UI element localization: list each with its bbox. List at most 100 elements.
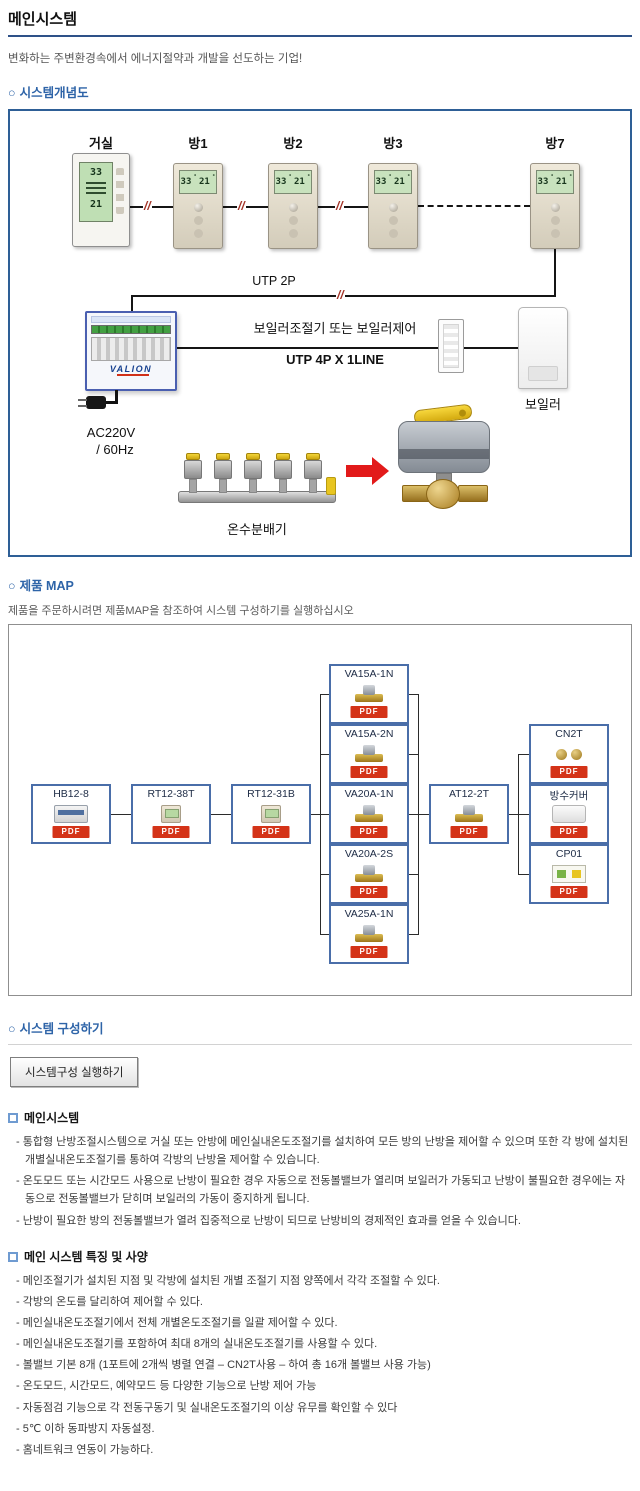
product-name: 방수커버 (549, 790, 589, 802)
pdf-badge[interactable]: PDF (350, 766, 388, 778)
manifold-label: 온수분배기 (227, 522, 287, 537)
map-connector (518, 754, 529, 755)
product-box-hb12-8[interactable]: HB12-8 PDF (31, 784, 111, 844)
product-box-va20a-1n[interactable]: VA20A-1N PDF (329, 784, 409, 844)
boiler-label: 보일러 (525, 397, 561, 412)
product-thumbnail (54, 805, 88, 823)
pdf-badge[interactable]: PDF (350, 826, 388, 838)
main-system-heading: 메인시스템 (8, 1109, 632, 1126)
degree-mark: ˚ (568, 175, 573, 182)
thermostat-buttons (288, 203, 298, 239)
room-label-living: 거실 (89, 136, 113, 151)
map-connector (320, 694, 329, 695)
thermostat-buttons (388, 203, 398, 239)
degree-mark: ˚ (211, 175, 216, 182)
bullet-item: - 통합형 난방조절시스템으로 거실 또는 안방에 메인실내온도조절기를 설치하… (16, 1136, 629, 1167)
product-box-cn2t[interactable]: CN2T PDF (529, 724, 609, 784)
pdf-badge[interactable]: PDF (350, 946, 388, 958)
lcd-segments (86, 182, 106, 196)
bullet-item: - 난방이 필요한 방의 전동볼밸브가 열려 집중적으로 난방이 되므로 난방비… (16, 1214, 521, 1227)
page-title: 메인시스템 (8, 11, 78, 28)
product-box-va25a-1n[interactable]: VA25A-1N PDF (329, 904, 409, 964)
pdf-badge[interactable]: PDF (152, 826, 190, 838)
boiler-controller-panel (438, 319, 464, 373)
map-connector (518, 874, 529, 875)
product-box-va15a-1n[interactable]: VA15A-1N PDF (329, 664, 409, 724)
product-map-diagram: HB12-8 PDF RT12-38T PDF RT12-31B PDF VA1… (8, 624, 632, 996)
valve-stem (279, 479, 287, 493)
run-system-config-button[interactable]: 시스템구성 실행하기 (10, 1057, 139, 1087)
room-thermostat-3: 33˚21˚ (368, 163, 418, 249)
map-connector (320, 814, 329, 815)
room-label-7: 방7 (545, 136, 565, 151)
product-box-at12-2t[interactable]: AT12-2T PDF (429, 784, 509, 844)
pdf-badge[interactable]: PDF (52, 826, 90, 838)
product-thumbnail (352, 685, 386, 703)
room-thermostat-2: 33˚21˚ (268, 163, 318, 249)
room-label-1: 방1 (188, 136, 208, 151)
pdf-badge[interactable]: PDF (350, 706, 388, 718)
product-box-va20a-2s[interactable]: VA20A-2S PDF (329, 844, 409, 904)
pdf-badge[interactable]: PDF (252, 826, 290, 838)
thermostat-buttons (193, 203, 203, 239)
plug-prong (78, 405, 87, 407)
thermostat-buttons (550, 203, 560, 239)
main-controller-unit: VALION (85, 311, 177, 391)
temp-reading: 21 (294, 177, 305, 187)
pdf-badge[interactable]: PDF (450, 826, 488, 838)
red-arrow-icon (346, 465, 373, 477)
product-box-waterproof-cover[interactable]: 방수커버 PDF (529, 784, 609, 844)
thermostat-lcd: 33˚21˚ (179, 170, 217, 194)
system-concept-diagram: 거실 방1 방2 방3 방7 // // // // UTP 2P 33 21 … (8, 109, 632, 557)
product-box-va15a-2n[interactable]: VA15A-2N PDF (329, 724, 409, 784)
product-name: RT12-31B (247, 788, 295, 800)
utp4p-label: UTP 4P X 1LINE (286, 352, 384, 367)
manifold-valve (274, 453, 292, 493)
product-name: AT12-2T (448, 788, 490, 800)
pdf-badge[interactable]: PDF (550, 886, 588, 898)
drop-wire (131, 295, 133, 312)
boiler-wire (176, 347, 520, 349)
valve-cap (186, 453, 200, 460)
product-map-section-heading: ○제품 MAP (8, 575, 632, 594)
temp-reading: 33 (375, 177, 387, 187)
temp-reading: 33 (89, 167, 103, 178)
pdf-badge[interactable]: PDF (550, 766, 588, 778)
valve-ball (426, 479, 460, 509)
product-name: CP01 (555, 848, 583, 860)
valve-stem (309, 479, 317, 493)
product-thumbnail (352, 925, 386, 943)
pdf-badge[interactable]: PDF (350, 886, 388, 898)
controller-title-strip (91, 316, 171, 323)
drop-wire (554, 248, 556, 296)
map-connector (418, 814, 429, 815)
manifold-pipe (178, 491, 336, 503)
valve-cap (276, 453, 290, 460)
valve-body (214, 460, 232, 479)
product-box-cp01[interactable]: CP01 PDF (529, 844, 609, 904)
room-thermostat-7: 33˚21˚ (530, 163, 580, 249)
bullet-item: - 자동점검 기능으로 각 전동구동기 및 실내온도조절기의 이상 유무를 확인… (16, 1401, 398, 1414)
main-system-heading-text: 메인시스템 (24, 1111, 80, 1125)
degree-mark: ˚ (193, 175, 197, 182)
valve-stem (219, 479, 227, 493)
square-bullet-icon (8, 1251, 18, 1262)
circle-bullet-icon: ○ (8, 579, 16, 593)
bullet-item: - 홈네트워크 연동이 가능하다. (16, 1443, 154, 1456)
valve-stem (189, 479, 197, 493)
product-box-rt12-31b[interactable]: RT12-31B PDF (231, 784, 311, 844)
valve-body (274, 460, 292, 479)
motorized-ball-valve (388, 403, 506, 517)
map-connector (111, 814, 131, 815)
product-thumbnail (352, 865, 386, 883)
bullet-item: - 메인실내온도조절기를 포함하여 최대 8개의 실내온도조절기를 사용할 수 … (16, 1338, 378, 1351)
map-connector (518, 814, 529, 815)
product-thumbnail (352, 805, 386, 823)
thermostat-lcd: 33˚21˚ (536, 170, 574, 194)
product-thumbnail (552, 865, 586, 883)
valve-actuator (398, 421, 490, 473)
map-connector (320, 934, 329, 935)
product-box-rt12-38t[interactable]: RT12-38T PDF (131, 784, 211, 844)
pdf-badge[interactable]: PDF (550, 826, 588, 838)
manifold-valve (304, 453, 322, 493)
